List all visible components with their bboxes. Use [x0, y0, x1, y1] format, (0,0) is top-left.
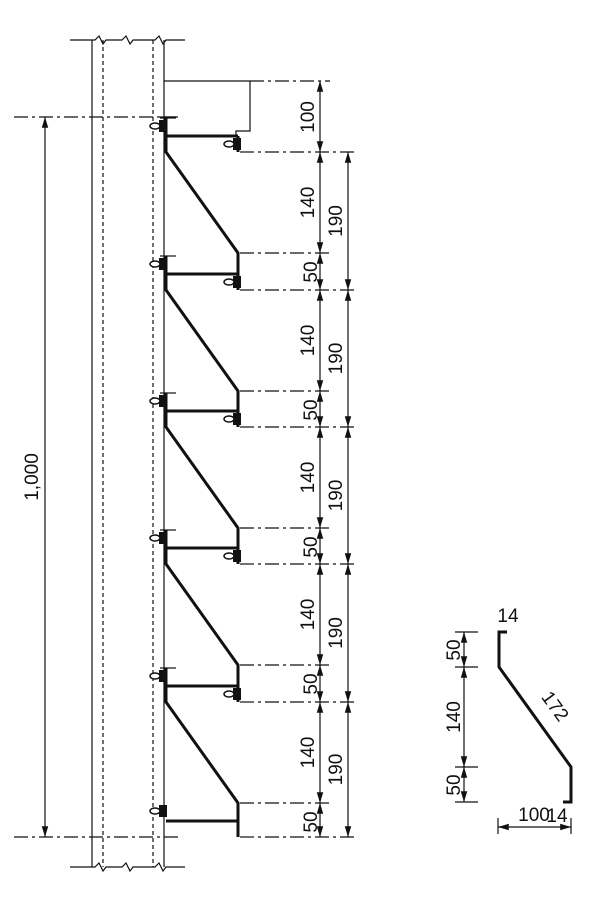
fastener-washer [223, 690, 235, 698]
detail-label-rise: 140 [444, 701, 465, 733]
dim-label-50: 50 [301, 536, 322, 557]
fastener-head [233, 550, 241, 562]
bottom-flange [166, 819, 240, 837]
dim-label-top-box: 100 [298, 101, 319, 133]
detail-label-bottom-hook: 14 [546, 806, 568, 827]
fastener-head [159, 120, 167, 132]
fastener-head [159, 395, 167, 407]
detail-label-top-hook: 14 [497, 606, 519, 627]
louver-blade [164, 118, 240, 274]
dim-label-140: 140 [298, 737, 319, 769]
dim-label-190: 190 [326, 754, 347, 786]
profile-detail: 50 140 50 14 14 172 100 [444, 606, 573, 834]
dim-label-140: 140 [298, 599, 319, 631]
dimensions: 100 1,000 140 50 190 140 50 190 140 50 190 140 50 190… [22, 80, 358, 838]
break-line-bottom [70, 861, 185, 873]
fastener-icon [223, 413, 241, 425]
fastener-head [159, 258, 167, 270]
dim-label-140: 140 [298, 187, 319, 219]
detail-label-top-leg: 50 [444, 639, 465, 660]
dim-label-50: 50 [301, 673, 322, 694]
fastener-icon [149, 395, 167, 407]
fastener-washer [223, 415, 235, 423]
louver-blade [164, 668, 240, 821]
fastener-washer [149, 260, 161, 268]
top-box [164, 80, 251, 136]
fastener-head [233, 138, 241, 150]
dim-label-140: 140 [298, 325, 319, 357]
fastener-head [233, 413, 241, 425]
fastener-washer [149, 122, 161, 130]
fastener-icon [149, 120, 167, 132]
fastener-washer [149, 397, 161, 405]
fastener-icon [223, 276, 241, 288]
dim-label-190: 190 [326, 480, 347, 512]
fastener-washer [149, 672, 161, 680]
dim-label-50: 50 [301, 811, 322, 832]
dim-label-190: 190 [326, 617, 347, 649]
detail-label-width: 100 [518, 805, 550, 826]
break-line-top [70, 34, 185, 46]
fastener-icon [149, 805, 167, 817]
louver-blade [164, 256, 240, 411]
detail-label-diagonal: 172 [537, 688, 573, 726]
louver-profile [497, 630, 573, 804]
fastener-washer [149, 807, 161, 815]
fastener-icon [149, 258, 167, 270]
detail-label-bottom-leg: 50 [444, 774, 465, 795]
fastener-icon [149, 532, 167, 544]
fastener-head [159, 805, 167, 817]
dim-label-190: 190 [326, 205, 347, 237]
dim-label-140: 140 [298, 462, 319, 494]
dim-label-190: 190 [326, 343, 347, 375]
fastener-icon [223, 138, 241, 150]
fastener-icon [223, 688, 241, 700]
fastener-washer [149, 534, 161, 542]
fastener-washer [223, 552, 235, 560]
fastener-head [233, 688, 241, 700]
dim-label-overall: 1,000 [22, 453, 43, 501]
louver-blade [164, 393, 240, 548]
fastener-head [159, 670, 167, 682]
fastener-washer [223, 140, 235, 148]
dim-label-50: 50 [301, 399, 322, 420]
fastener-washer [223, 278, 235, 286]
wall-column [70, 34, 185, 873]
fastener-icon [149, 670, 167, 682]
louver-blade [164, 530, 240, 686]
fastener-head [233, 276, 241, 288]
louver-units [14, 80, 251, 838]
dim-label-50: 50 [301, 261, 322, 282]
fastener-head [159, 532, 167, 544]
fastener-icon [223, 550, 241, 562]
